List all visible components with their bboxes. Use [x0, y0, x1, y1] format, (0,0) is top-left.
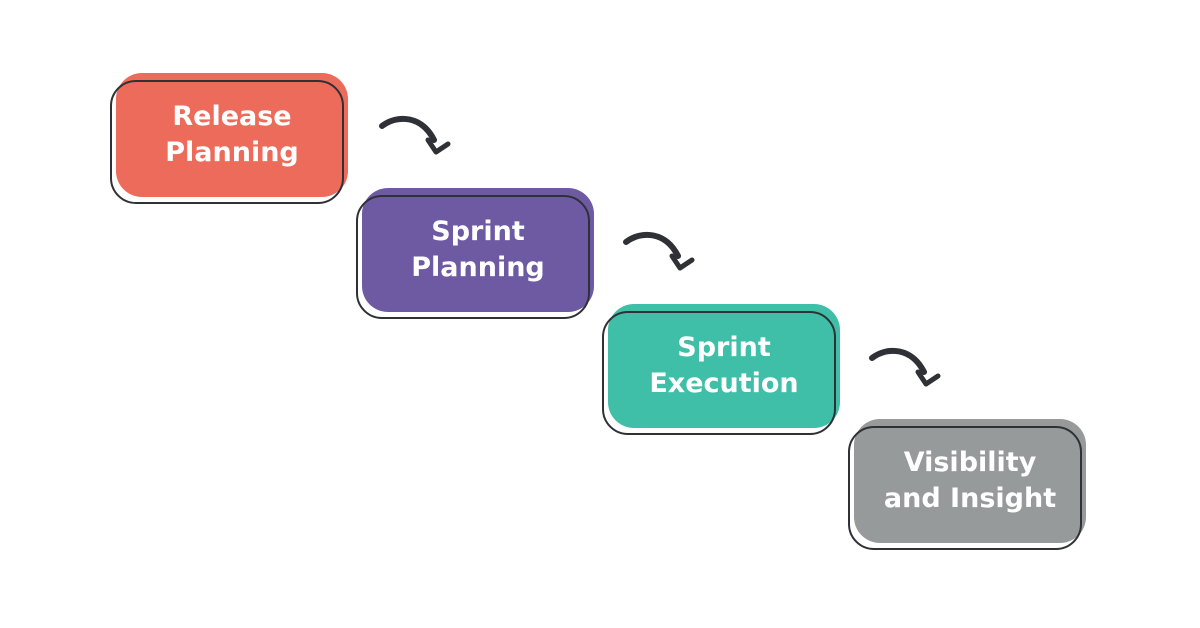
step-release-planning: Release Planning [110, 73, 348, 204]
step-fill [608, 304, 840, 428]
step-label: Sprint Execution [649, 332, 799, 399]
step-outline [602, 311, 836, 435]
step-fill [362, 188, 594, 312]
step-outline [110, 80, 344, 204]
step-label: Release Planning [165, 101, 299, 168]
step-visibility-insight: Visibility and Insight [848, 419, 1086, 550]
step-outline [356, 195, 590, 319]
step-label: Visibility and Insight [883, 447, 1057, 514]
step-outline [848, 426, 1082, 550]
step-fill [854, 419, 1086, 543]
curved-arrow-icon [379, 115, 451, 155]
curved-arrow-icon [623, 231, 695, 271]
curved-arrow-icon [869, 347, 941, 387]
step-sprint-execution: Sprint Execution [602, 304, 840, 435]
step-label: Sprint Planning [411, 216, 545, 283]
step-fill [116, 73, 348, 197]
step-sprint-planning: Sprint Planning [356, 188, 594, 319]
